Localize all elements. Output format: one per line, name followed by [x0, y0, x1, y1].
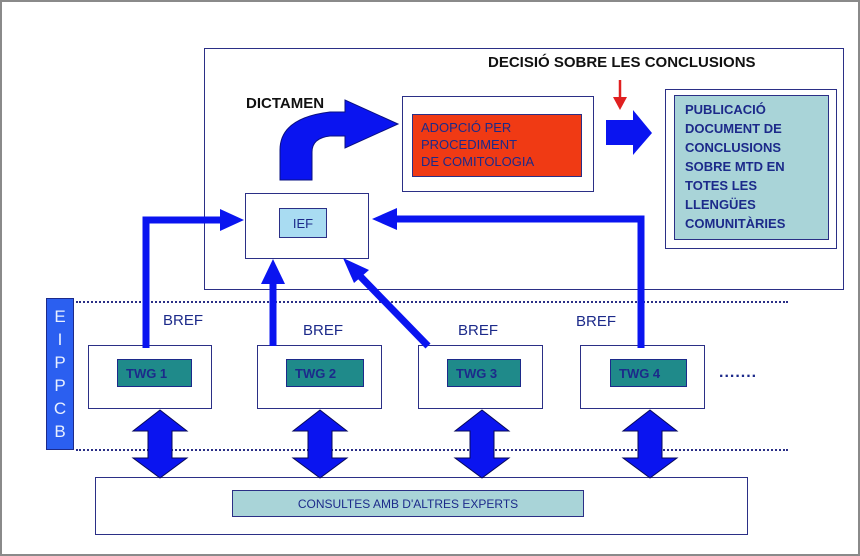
- bref-label-3: BREF: [458, 322, 499, 339]
- publication-line-7: COMUNITÀRIES: [685, 216, 786, 231]
- eippcb-letter: P: [54, 376, 66, 395]
- twg3-to-ief-arrow: [355, 271, 431, 349]
- publication-line-1: PUBLICACIÓ: [685, 102, 766, 117]
- twg-label-3: TWG 3: [447, 359, 521, 387]
- eippcb-letter: P: [54, 353, 66, 372]
- double-arrow-4: [621, 409, 679, 479]
- bref-label-1: BREF: [163, 312, 204, 329]
- decision-red-arrow: [613, 80, 627, 110]
- publication-line-4: SOBRE MTD EN: [685, 159, 785, 174]
- adoption-line-3: DE COMITOLOGIA: [421, 154, 535, 169]
- publication-arrow: [606, 110, 652, 155]
- twg1-to-ief-arrow: [142, 216, 222, 348]
- publication-fill: PUBLICACIÓ DOCUMENT DE CONCLUSIONS SOBRE…: [674, 95, 829, 240]
- dictamen-label: DICTAMEN: [246, 95, 325, 112]
- ellipsis: .......: [719, 364, 758, 381]
- dictamen-curved-arrow: [279, 99, 400, 181]
- adoption-fill: ADOPCIÓ PER PROCEDIMENT DE COMITOLOGIA: [412, 114, 582, 177]
- publication-line-3: CONCLUSIONS: [685, 140, 782, 155]
- consultation-label: CONSULTES AMB D'ALTRES EXPERTS: [232, 490, 584, 517]
- twg-label-1: TWG 1: [117, 359, 192, 387]
- publication-line-6: LLENGÜES: [685, 197, 756, 212]
- eippcb-letter: I: [57, 330, 63, 349]
- decision-title: DECISIÓ SOBRE LES CONCLUSIONS: [488, 54, 756, 71]
- double-arrow-2: [291, 409, 349, 479]
- twg-label-2: TWG 2: [286, 359, 364, 387]
- dotted-divider-top: [76, 301, 788, 303]
- twg4-to-ief-arrow: [395, 215, 645, 348]
- publication-line-2: DOCUMENT DE: [685, 121, 782, 136]
- dotted-divider-bottom: [76, 449, 788, 451]
- publication-line-5: TOTES LES: [685, 178, 757, 193]
- adoption-line-2: PROCEDIMENT: [421, 137, 518, 152]
- eippcb-letter: E: [54, 307, 66, 326]
- ief-label: IEF: [279, 208, 327, 238]
- eippcb-bar: E I P P C B: [46, 298, 74, 450]
- double-arrow-3: [453, 409, 511, 479]
- adoption-line-1: ADOPCIÓ PER: [421, 120, 512, 135]
- double-arrow-1: [131, 409, 189, 479]
- bref-label-2: BREF: [303, 322, 344, 339]
- eippcb-letter: B: [54, 422, 66, 441]
- bref-label-4: BREF: [576, 313, 617, 330]
- twg-label-4: TWG 4: [610, 359, 687, 387]
- eippcb-letter: C: [53, 399, 67, 418]
